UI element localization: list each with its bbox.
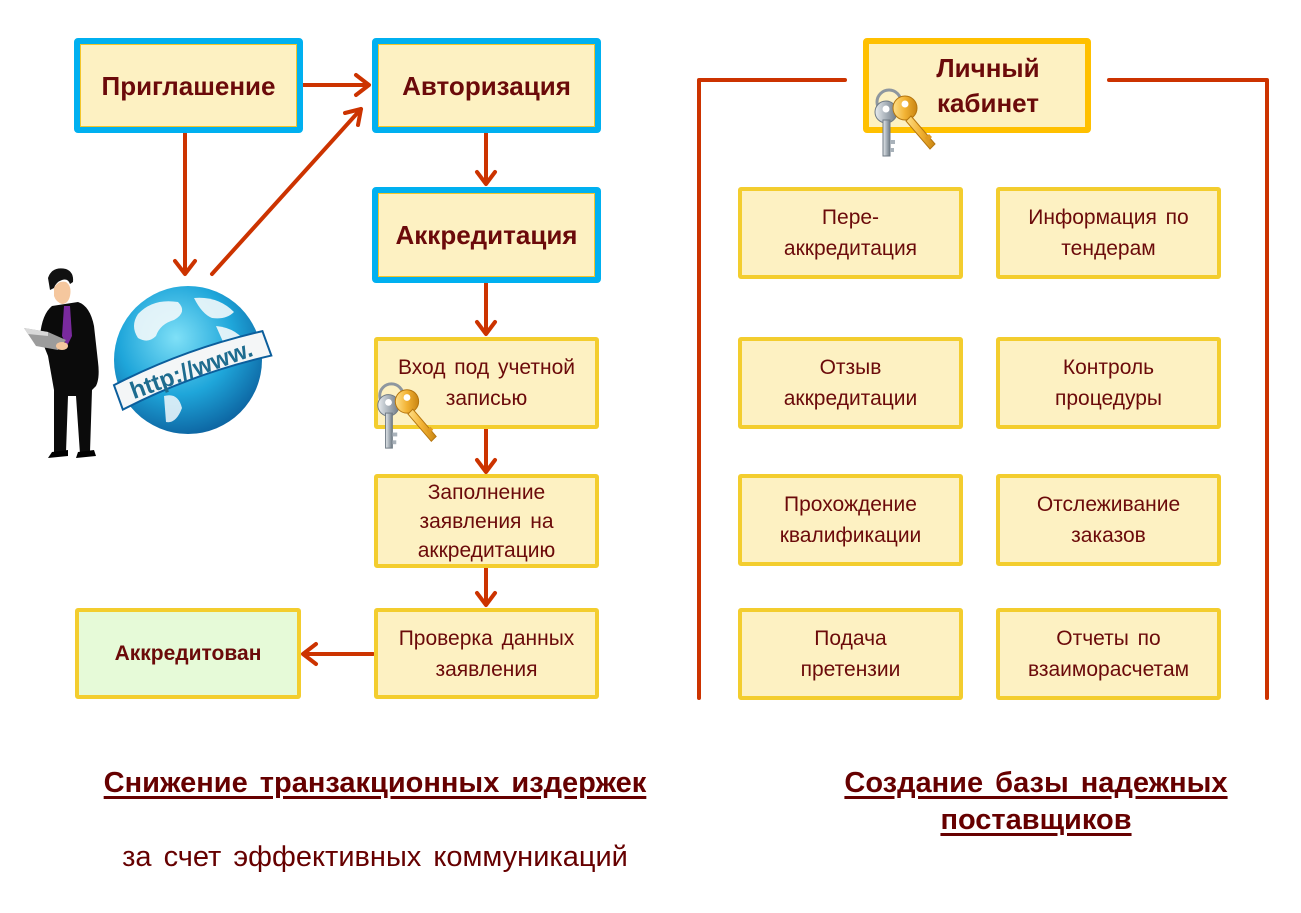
left-caption-title: Снижение транзакционных издержек [103, 767, 647, 799]
invitation-box: Приглашение [74, 38, 303, 133]
right-caption: Создание базы надежных поставщиков [806, 728, 1266, 876]
cabinet-item-accreditation-withdrawal: Отзыв аккредитации [738, 337, 963, 429]
right-caption-title: Создание базы надежных поставщиков [844, 767, 1228, 836]
cabinet-item-order-tracking: Отслеживание заказов [996, 474, 1221, 566]
arrow-invitation-to-globe [173, 131, 197, 276]
login-box: Вход под учетной записью [374, 337, 599, 429]
accredited-box: Аккредитован [75, 608, 301, 699]
fill-application-box: Заполнение заявления на аккредитацию [374, 474, 599, 568]
cabinet-item-qualification: Прохождение квалификации [738, 474, 963, 566]
left-caption-subtitle: за счет эффективных коммуникаций [122, 841, 628, 873]
keys-icon [377, 382, 437, 449]
check-data-box: Проверка данных заявления [374, 608, 599, 699]
arrow-login-to-fill [475, 427, 497, 474]
cabinet-item-procedure-control: Контроль процедуры [996, 337, 1221, 429]
cabinet-bracket-right [1107, 78, 1269, 700]
left-caption: Снижение транзакционных издержек за счет… [60, 728, 690, 913]
cabinet-bracket-left [697, 78, 847, 700]
arrow-invitation-to-authorization [301, 73, 371, 97]
globe-icon: http://www. [112, 286, 273, 434]
arrow-globe-to-authorization [210, 107, 363, 276]
businessman-icon [24, 268, 99, 458]
connectors-layer [173, 73, 1269, 700]
authorization-box: Авторизация [372, 38, 601, 133]
keys-icon [874, 88, 936, 157]
cabinet-item-reaccreditation: Пере- аккредитация [738, 187, 963, 279]
cabinet-item-claim-submission: Подача претензии [738, 608, 963, 700]
arrow-fill-to-check [475, 566, 497, 607]
cabinet-item-settlement-reports: Отчеты по взаиморасчетам [996, 608, 1221, 700]
arrow-accreditation-to-login [475, 281, 497, 336]
cabinet-item-tender-info: Информация по тендерам [996, 187, 1221, 279]
accreditation-box: Аккредитация [372, 187, 601, 283]
arrow-authorization-to-accreditation [475, 131, 497, 186]
arrow-check-to-accredited [301, 642, 375, 666]
